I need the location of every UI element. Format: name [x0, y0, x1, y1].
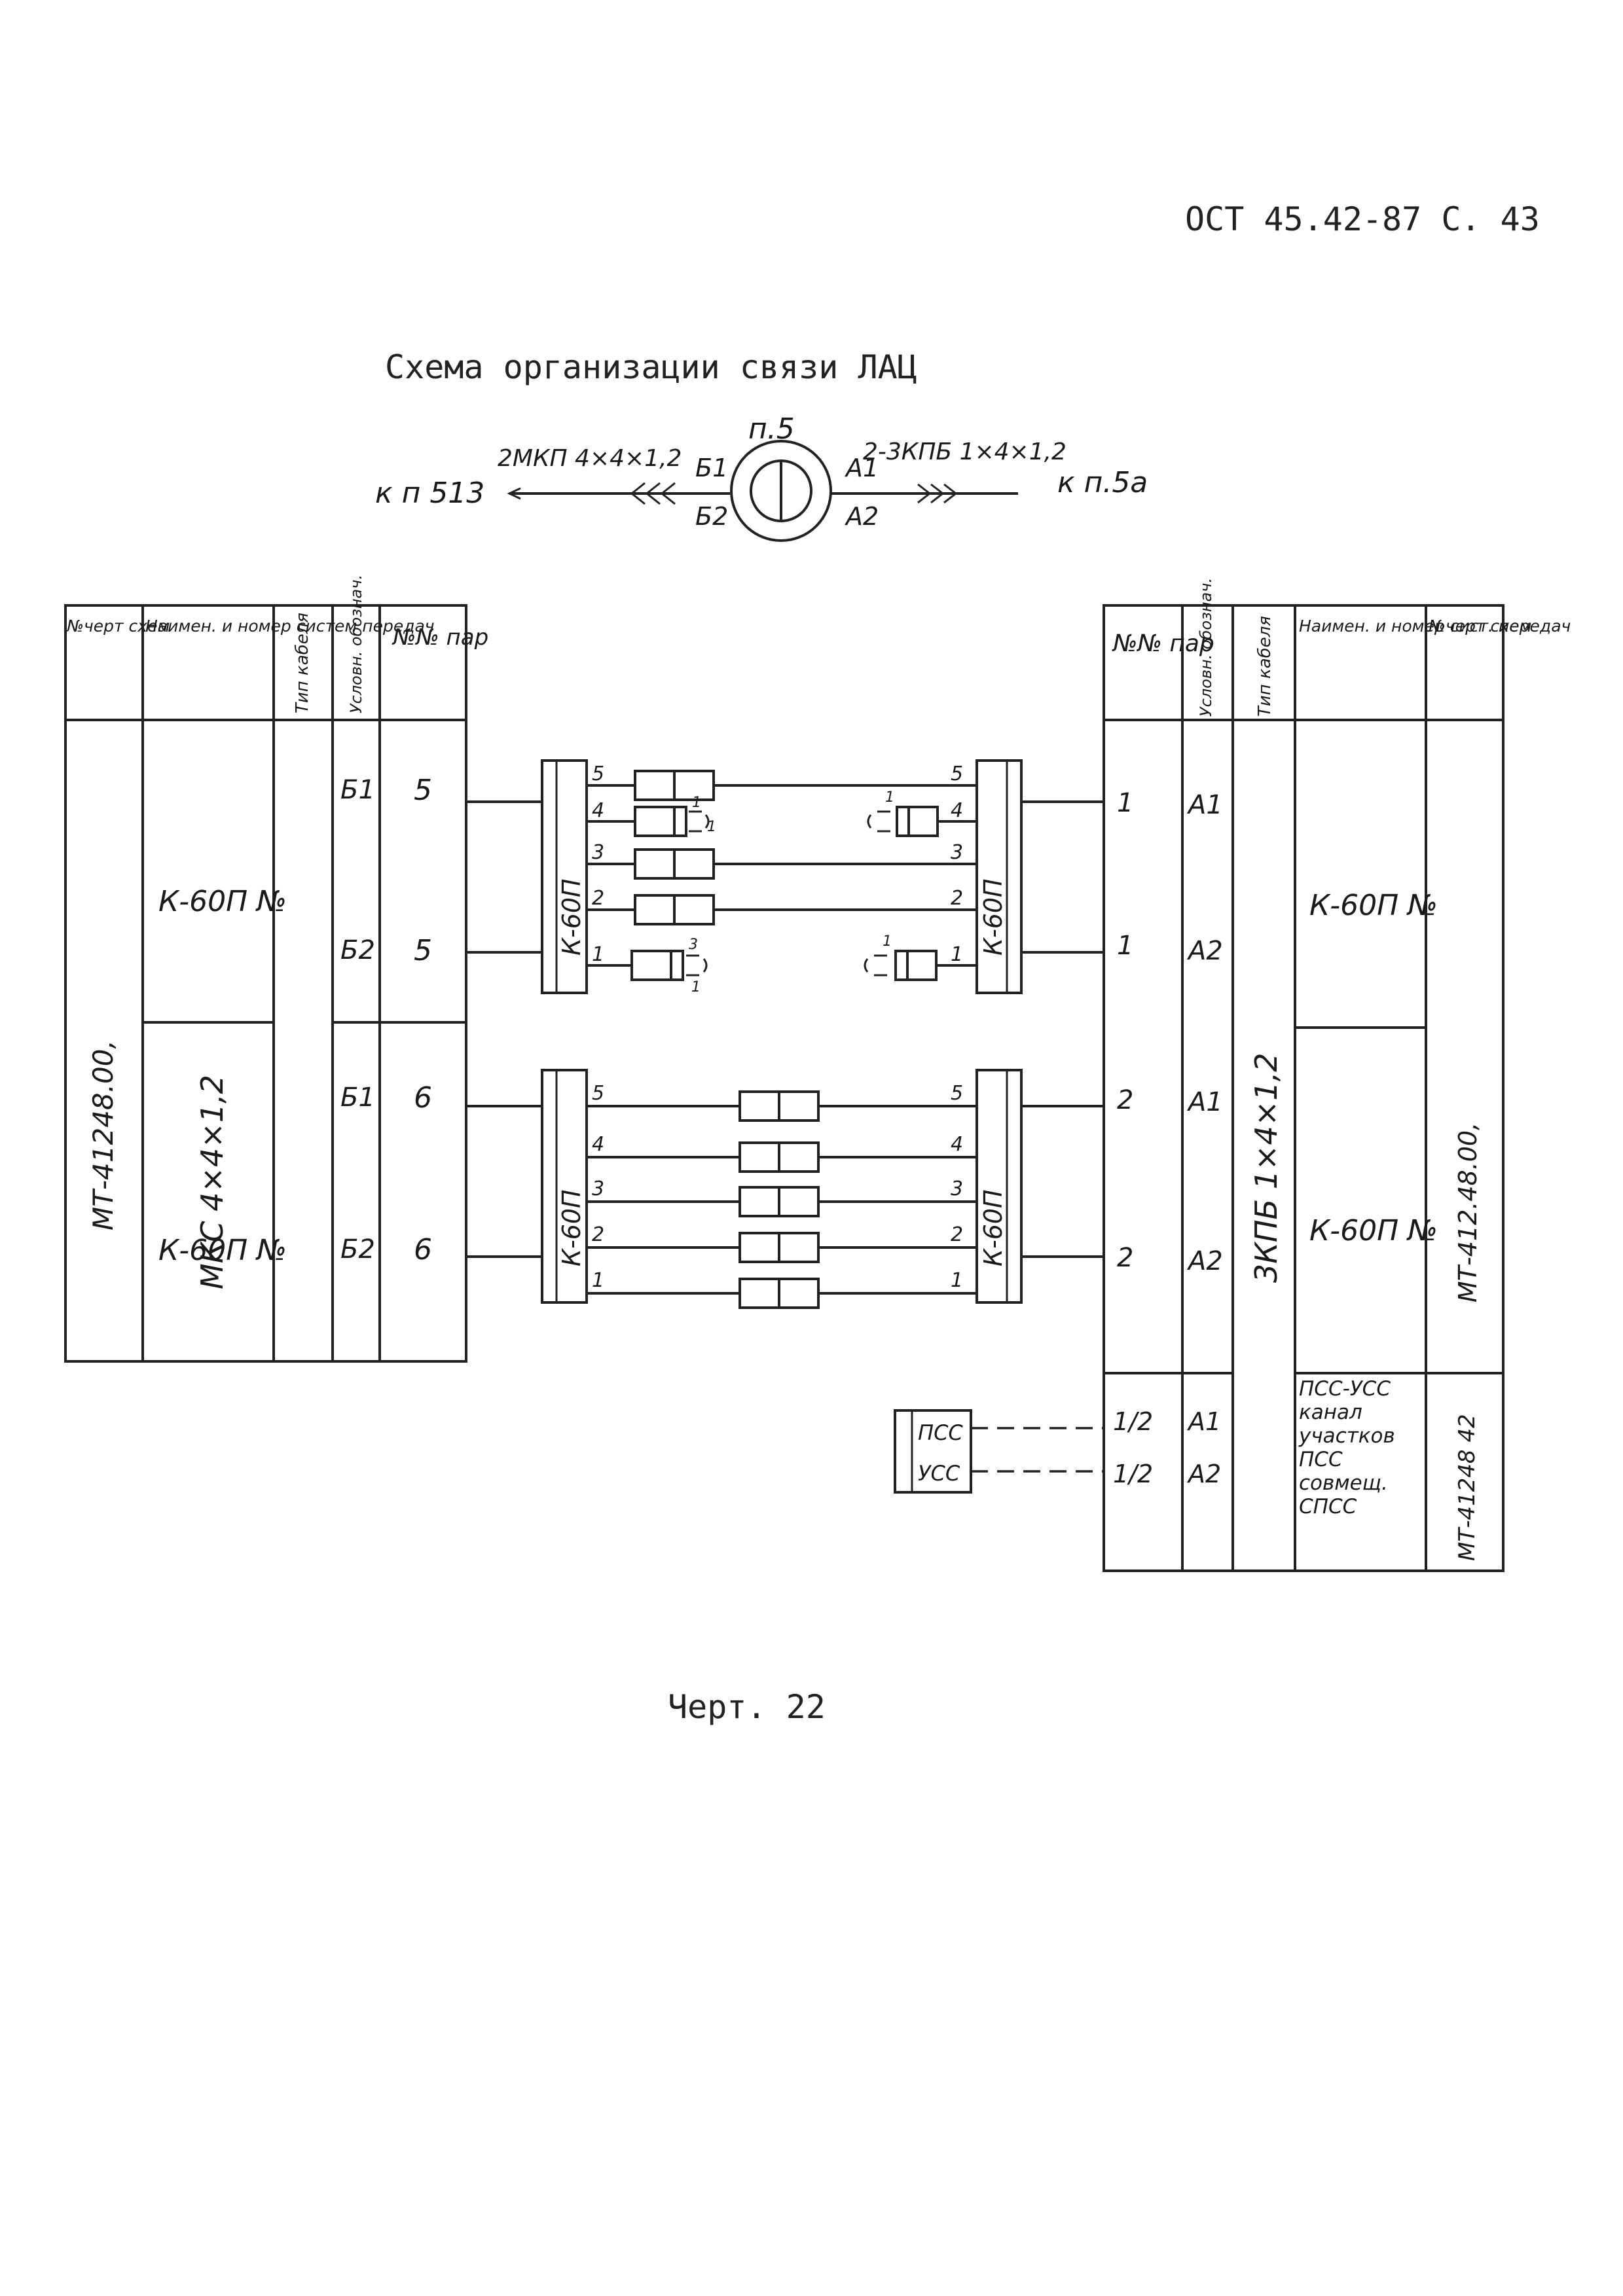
right-cable-type: 3КПБ 1×4×1,2: [1249, 1053, 1284, 1283]
upper-left-wire-3: 3: [592, 841, 604, 864]
right-pair-row-2: 1: [1117, 931, 1133, 961]
left-table-headers: №черт схем Наимен. и номер систем переда…: [65, 575, 488, 713]
left-system-1: К-60П №: [158, 885, 287, 918]
upper-right-rack-label: К-60П: [979, 878, 1008, 956]
left-mark-row-3: Б1: [340, 1083, 375, 1113]
left-system-2: К-60П №: [158, 1234, 287, 1267]
lower-left-wire-2: 2: [592, 1223, 604, 1246]
left-pair-row-2: 5: [414, 934, 432, 967]
service-mark-row-2: А2: [1186, 1460, 1221, 1488]
upper-left-wire-5: 5: [592, 762, 604, 785]
right-side-a2: А2: [844, 502, 879, 531]
upper-left-mark-2: 1: [707, 819, 716, 835]
right-table: №№ пар Условн. обознач. Тип кабеля Наиме…: [1103, 578, 1571, 1572]
right-header-pairs: №№ пар: [1112, 630, 1214, 657]
left-header-pairs: №№ пар: [392, 624, 488, 651]
right-cable-type: 2-3КПБ 1×4×1,2: [863, 439, 1067, 465]
station-symbol: п.5 к п 513 2МКП 4×4×1,2 Б1 Б2 А1 А2 2-3…: [375, 412, 1148, 542]
lower-right-wire-4: 4: [951, 1133, 963, 1156]
left-mark-row-2: Б2: [340, 935, 375, 965]
right-mark-row-3: А1: [1186, 1087, 1223, 1117]
left-cable-type: МКС 4×4×1,2: [194, 1075, 230, 1289]
right-side-a1: А1: [844, 454, 879, 482]
lower-right-rack-label: К-60П: [979, 1189, 1008, 1266]
lower-right-wire-3: 3: [951, 1177, 963, 1200]
upper-right-rack: [976, 759, 1023, 994]
service-system: ПСС-УСС канал участков ПСС совмещ. СПСС: [1299, 1377, 1395, 1518]
left-pair-row-3: 6: [414, 1081, 432, 1115]
left-drawing-no: МТ-41248.00,: [87, 1040, 119, 1230]
upper-right-wire-3: 3: [951, 841, 963, 864]
lower-left-rack: [541, 1069, 588, 1304]
lower-left-wire-1: 1: [592, 1269, 604, 1292]
left-destination: к п 513: [375, 476, 484, 510]
right-mark-row-2: А2: [1186, 936, 1223, 966]
diagram-title: Схема организации связи ЛАЦ: [385, 348, 917, 386]
upper-rack-system: К-60П К-60П 5 5 4 1 1 4 3 3 2 2: [541, 759, 1023, 996]
lower-right-wire-1: 1: [951, 1269, 963, 1292]
upper-left-wire-4: 4: [592, 799, 604, 822]
service-drawing-no: МТ-41248 42: [1454, 1414, 1480, 1561]
left-pair-row-4: 6: [414, 1233, 432, 1266]
service-system-cell: ПСС-УСС канал участков ПСС совмещ. СПСС: [1299, 1377, 1395, 1518]
right-header-system: Наимен. и номер сист. передач: [1299, 617, 1571, 636]
right-system-2: К-60П №: [1309, 1214, 1438, 1247]
service-box: ПСС УСС: [894, 1409, 1104, 1494]
upper-left-rack-label: К-60П: [557, 878, 586, 956]
pair-connections: [466, 800, 1104, 1258]
left-mark-row-4: Б2: [340, 1234, 375, 1265]
upper-left-mark-1: 1: [692, 795, 701, 811]
lower-left-wire-3: 3: [592, 1177, 604, 1200]
right-destination: к п.5а: [1057, 466, 1148, 499]
right-mark-row-4: А2: [1186, 1246, 1223, 1276]
lower-right-wire-5: 5: [951, 1082, 963, 1105]
upper-right-wire-5: 5: [951, 762, 963, 785]
service-pair-row-1: 1/2: [1113, 1407, 1153, 1436]
right-pair-row-4: 2: [1117, 1243, 1133, 1273]
upper-left-rack: [541, 759, 588, 994]
right-drawing-no: МТ-412.48.00,: [1453, 1122, 1482, 1302]
service-box-pss: ПСС: [918, 1420, 963, 1445]
lower-right-wire-2: 2: [951, 1223, 963, 1246]
lower-right-rack: [976, 1069, 1023, 1304]
lower-left-wire-5: 5: [592, 1082, 604, 1105]
upper-right-wire-2: 2: [951, 887, 963, 910]
page-header: ОСТ 45.42-87 С. 43: [1185, 200, 1540, 238]
lower-left-rack-label: К-60П: [557, 1189, 586, 1266]
upper-left-mark-3: 3: [689, 937, 698, 953]
left-side-b2: Б2: [695, 502, 728, 531]
left-header-system: Наимен. и номер систем передач: [145, 617, 435, 636]
service-pair-row-2: 1/2: [1113, 1460, 1153, 1488]
upper-right-mark-1: 1: [885, 789, 894, 806]
left-mark-row-1: Б1: [340, 775, 375, 805]
right-header-drawing-no: №черт схем: [1427, 617, 1531, 636]
upper-right-wire-1: 1: [951, 943, 963, 966]
station-label: п.5: [748, 412, 795, 446]
upper-right-mark-2: 1: [883, 933, 892, 950]
upper-right-wire-4: 4: [951, 799, 963, 822]
right-header-cable-type: Тип кабеля: [1255, 616, 1275, 717]
lower-rack-system: К-60П К-60П 5 5 4 4 3 3 2 2 1 1: [541, 1069, 1023, 1309]
right-header-mark: Условн. обознач.: [1197, 578, 1215, 717]
service-mark-row-1: А1: [1186, 1407, 1221, 1436]
left-header-mark: Условн. обознач.: [347, 575, 365, 713]
right-pair-row-1: 1: [1117, 788, 1133, 818]
left-cable-type: 2МКП 4×4×1,2: [498, 445, 682, 472]
right-system-1: К-60П №: [1309, 889, 1438, 922]
right-pair-row-3: 2: [1117, 1085, 1133, 1115]
right-table-headers: №№ пар Условн. обознач. Тип кабеля Наиме…: [1112, 578, 1571, 717]
left-header-drawing-no: №черт схем: [65, 617, 170, 636]
upper-left-wire-1: 1: [592, 943, 604, 966]
left-table: №черт схем Наимен. и номер систем переда…: [64, 575, 488, 1363]
figure-caption: Черт. 22: [668, 1688, 826, 1726]
left-side-b1: Б1: [695, 454, 728, 482]
lower-left-wire-4: 4: [592, 1133, 604, 1156]
left-header-cable-type: Тип кабеля: [293, 613, 312, 713]
upper-left-mark-4: 1: [691, 979, 701, 996]
left-pair-row-1: 5: [414, 774, 432, 807]
upper-left-wire-2: 2: [592, 887, 604, 910]
service-box-uss: УСС: [918, 1461, 960, 1486]
right-mark-row-1: А1: [1186, 790, 1223, 820]
